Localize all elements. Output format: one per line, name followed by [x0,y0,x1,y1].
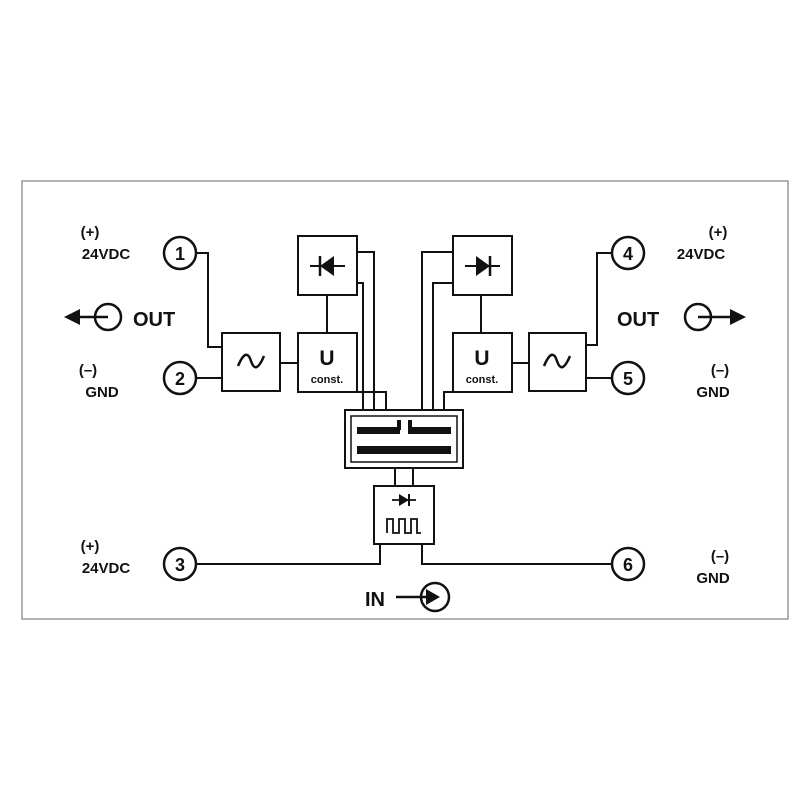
isolation-transformer [344,409,464,469]
transformer-icon [357,420,451,454]
output-left-indicator: OUT [64,302,175,332]
voltage-regulator-right: U const. [452,332,513,393]
regulator-right-sub: const. [466,374,498,386]
diode-right-icon [465,256,500,276]
input-arrow-icon [426,589,440,605]
diode-block-left [297,235,358,296]
terminal-5-voltage: GND [696,384,730,401]
filter-block-left [221,332,281,392]
terminal-4-polarity: (+) [709,224,728,241]
terminal-1: 1 [162,235,198,271]
diode-block-right [452,235,513,296]
terminal-3-voltage: 24VDC [82,560,131,577]
terminal-6: 6 [610,546,646,582]
input-stage [373,485,435,545]
terminal-1-polarity: (+) [81,224,100,241]
terminal-6-voltage: GND [696,570,730,587]
input-diode-icon [392,494,416,506]
terminal-2: 2 [162,360,198,396]
filter-left-tilde-icon [236,353,266,369]
input-label: IN [365,589,385,611]
terminal-3: 3 [162,546,198,582]
filter-block-right [528,332,587,392]
terminal-1-number: 1 [175,244,185,264]
output-right-label: OUT [617,309,659,331]
terminal-1-voltage: 24VDC [82,246,131,263]
terminal-2-number: 2 [175,369,185,389]
pulse-wave-icon [386,518,421,534]
regulator-left-letter: U [319,347,334,370]
terminal-4: 4 [610,235,646,271]
terminal-2-polarity: (–) [79,362,97,379]
arrow-left-icon [64,309,80,325]
terminal-3-number: 3 [175,555,185,575]
terminal-4-number: 4 [623,244,633,264]
voltage-regulator-left: U const. [297,332,358,393]
terminal-5-polarity: (–) [711,362,729,379]
terminal-5: 5 [610,360,646,396]
terminal-2-voltage: GND [85,384,119,401]
terminal-6-number: 6 [623,555,633,575]
terminal-4-voltage: 24VDC [677,246,726,263]
arrow-right-icon [730,309,746,325]
filter-right-tilde-icon [542,353,572,369]
output-left-label: OUT [133,309,175,331]
wires [196,251,612,565]
terminal-5-number: 5 [623,369,633,389]
terminal-3-polarity: (+) [81,538,100,555]
diode-left-icon [310,256,345,276]
regulator-right-letter: U [474,347,489,370]
terminal-6-polarity: (–) [711,548,729,565]
input-indicator: IN [365,581,451,613]
diagram-frame [21,180,789,620]
output-right-indicator: OUT [617,302,746,332]
regulator-left-sub: const. [311,374,343,386]
